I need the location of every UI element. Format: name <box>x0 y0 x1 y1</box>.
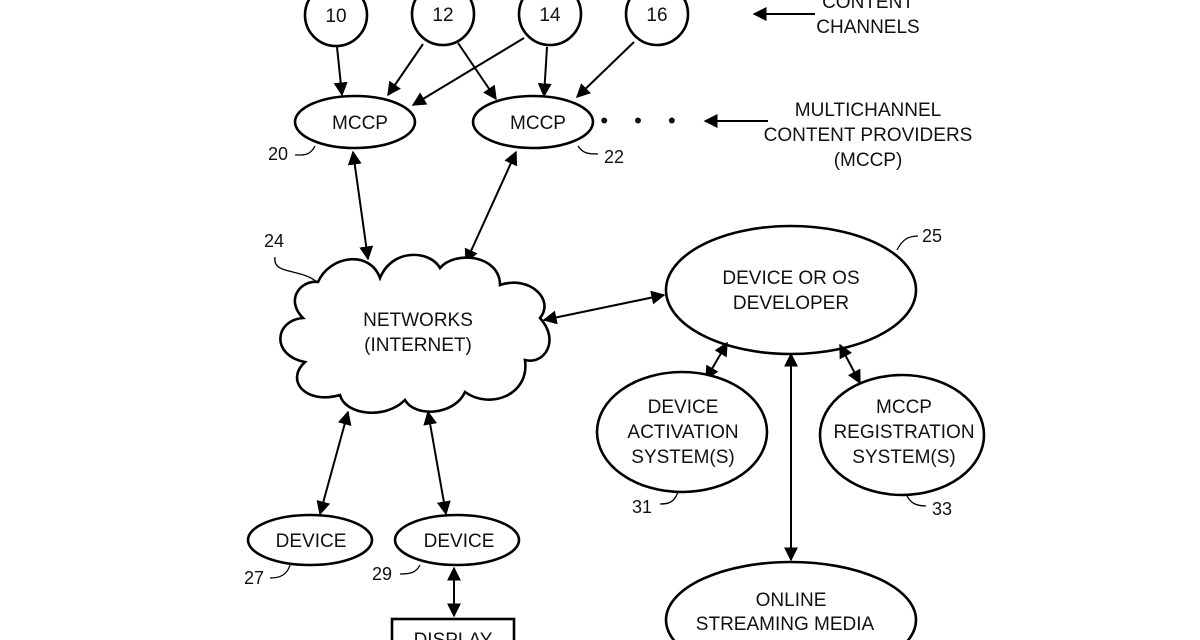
ref-leader <box>905 493 927 507</box>
network-label-line2: (INTERNET) <box>364 335 472 356</box>
display-label: DISPLAY <box>414 630 493 640</box>
registration-label-line1: MCCP <box>876 397 932 418</box>
ref-number: 33 <box>932 499 952 519</box>
more-mccp-ellipsis: • • • <box>600 108 685 133</box>
registration-label-line2: REGISTRATION <box>833 422 974 443</box>
mccp-node-22: MCCP 22 <box>471 94 624 167</box>
mccp-registration-node: MCCP REGISTRATION SYSTEM(S) 33 <box>818 373 986 519</box>
developer-label-line2: DEVELOPER <box>733 293 849 314</box>
ref-leader <box>274 256 318 283</box>
device-activation-node: DEVICE ACTIVATION SYSTEM(S) 31 <box>595 370 769 517</box>
arrow-network-device29 <box>423 410 451 516</box>
arrow-12-to-mccp20 <box>387 43 424 97</box>
ref-number: 29 <box>372 564 392 584</box>
device-label: DEVICE <box>276 531 347 552</box>
streaming-label-line2: STREAMING MEDIA <box>696 614 875 635</box>
ref-number: 31 <box>632 497 652 517</box>
arrow-14-to-mccp20 <box>411 37 525 106</box>
device-node-29: DEVICE 29 <box>372 513 521 584</box>
mccp-label: MCCP <box>332 113 388 134</box>
online-streaming-media-node: ONLINE STREAMING MEDIA <box>664 560 918 640</box>
content-channel-16: 16 <box>624 0 690 47</box>
ref-leader <box>659 491 679 505</box>
content-channel-14: 14 <box>517 0 583 47</box>
ref-number: 27 <box>244 568 264 588</box>
content-channel-12: 12 <box>410 0 476 47</box>
mccp-caption-line1: MULTICHANNEL <box>795 100 941 121</box>
activation-label-line1: DEVICE <box>648 397 719 418</box>
mccp-caption-line2: CONTENT PROVIDERS <box>764 125 973 146</box>
ref-leader <box>896 235 919 251</box>
developer-node: DEVICE OR OS DEVELOPER 25 <box>664 224 942 356</box>
ref-leader <box>294 145 316 156</box>
arrow-network-developer <box>542 290 666 325</box>
arrow-16-to-mccp22 <box>575 41 635 98</box>
arrow-10-to-mccp20 <box>333 46 348 97</box>
ref-leader <box>269 564 291 579</box>
channel-label: 10 <box>325 6 346 27</box>
network-cloud: NETWORKS (INTERNET) 24 <box>264 231 551 414</box>
ref-number: 20 <box>268 144 288 164</box>
channel-label: 12 <box>432 5 453 26</box>
ref-leader <box>399 564 421 575</box>
registration-label-line3: SYSTEM(S) <box>852 447 955 468</box>
arrow-network-device27 <box>316 410 352 516</box>
ref-number: 25 <box>922 226 942 246</box>
developer-label-line1: DEVICE OR OS <box>722 268 859 289</box>
arrow-developer-activation <box>705 341 728 381</box>
channels-caption-line2: CHANNELS <box>816 17 919 38</box>
device-label: DEVICE <box>424 531 495 552</box>
arrow-12-to-mccp22 <box>457 42 497 101</box>
ref-number: 22 <box>604 147 624 167</box>
mccp-label: MCCP <box>510 113 566 134</box>
mccp-caption-line3: (MCCP) <box>834 150 903 171</box>
arrow-developer-registration <box>839 343 861 385</box>
arrow-mccp22-network <box>464 150 518 264</box>
ref-leader <box>577 145 599 155</box>
channels-caption-line1: CONTENT <box>822 0 914 13</box>
ref-number: 24 <box>264 231 284 251</box>
channel-label: 14 <box>539 5 561 26</box>
arrow-14-to-mccp22 <box>537 46 552 98</box>
display-node: DISPLAY <box>390 617 516 640</box>
streaming-label-line1: ONLINE <box>756 590 827 611</box>
network-label-line1: NETWORKS <box>363 310 473 331</box>
device-node-27: DEVICE 27 <box>244 513 374 588</box>
activation-label-line2: ACTIVATION <box>627 422 738 443</box>
activation-label-line3: SYSTEM(S) <box>631 447 734 468</box>
arrow-mccp20-network <box>347 150 374 261</box>
channel-label: 16 <box>646 5 667 26</box>
mccp-node-20: MCCP 20 <box>268 94 417 164</box>
content-channel-10: 10 <box>303 0 369 48</box>
